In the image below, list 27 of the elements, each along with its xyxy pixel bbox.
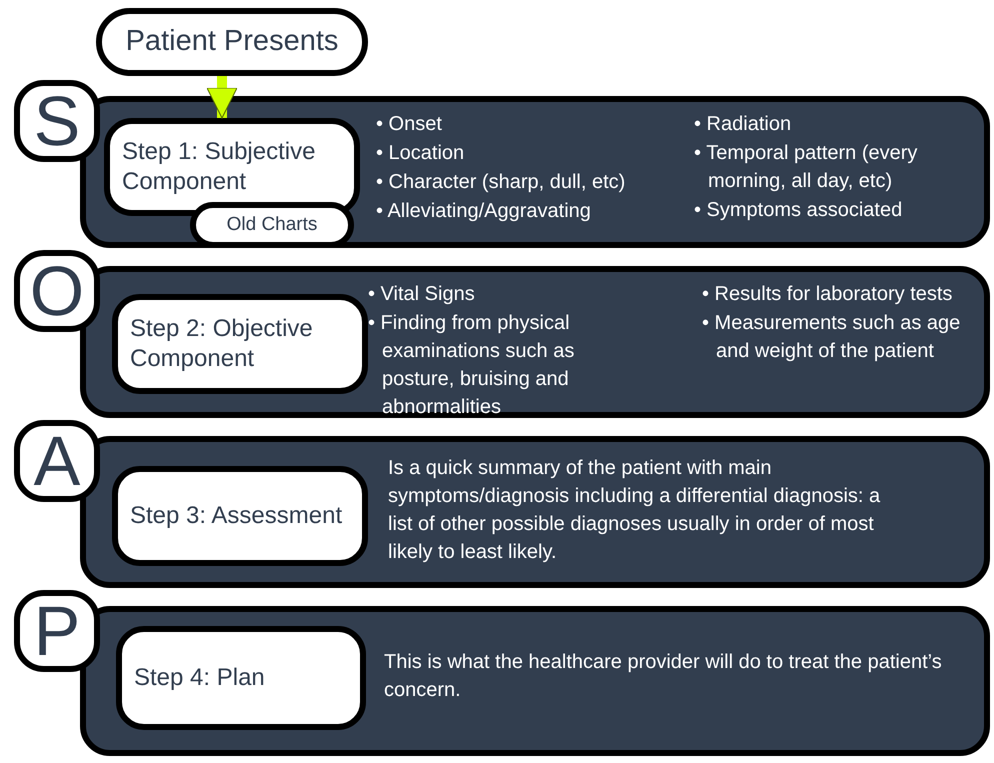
step-box: Step 3: Assessment xyxy=(112,466,368,566)
bullet-item: • Results for laboratory tests xyxy=(702,282,954,307)
start-pill: Patient Presents xyxy=(96,8,368,76)
arrow xyxy=(206,76,238,118)
bullet-item: • Vital Signs xyxy=(368,282,476,307)
bullet-item: • Symptoms associated xyxy=(694,198,904,223)
bullet-item: • Onset xyxy=(376,112,443,137)
section-band xyxy=(80,266,990,418)
letter-box: A xyxy=(14,420,100,502)
description-text: This is what the healthcare provider will do to treat the patient’s concern. xyxy=(384,650,943,703)
letter-box: P xyxy=(14,590,100,672)
letter-box: S xyxy=(14,80,100,162)
step-box: Step 2: Objective Component xyxy=(112,294,368,394)
description-text: Is a quick summary of the patient with main symptoms/diagnosis including a differential diagnosis: a list of other possible diagnoses usually in order of most likely to least likely. xyxy=(388,456,882,565)
section-band xyxy=(80,436,990,588)
section-band xyxy=(80,606,990,756)
step-box: Step 4: Plan xyxy=(116,626,366,730)
bullet-item: • Alleviating/Aggravating xyxy=(376,199,592,224)
step-box: Step 1: Subjective Component xyxy=(104,118,360,216)
bullet-item: • Location xyxy=(376,141,466,166)
bullet-item: • Temporal pattern (every morning, all day, etc) xyxy=(694,141,918,194)
section-band xyxy=(80,96,990,248)
bullet-item: • Character (sharp, dull, etc) xyxy=(376,170,626,195)
bullet-item: • Radiation xyxy=(694,112,792,137)
bullet-item: • Finding from physical examinations such as posture, bruising and abnormalities xyxy=(368,311,576,420)
bullet-item: • Measurements such as age and weight of the patient xyxy=(702,311,962,364)
letter-box: O xyxy=(14,250,100,332)
